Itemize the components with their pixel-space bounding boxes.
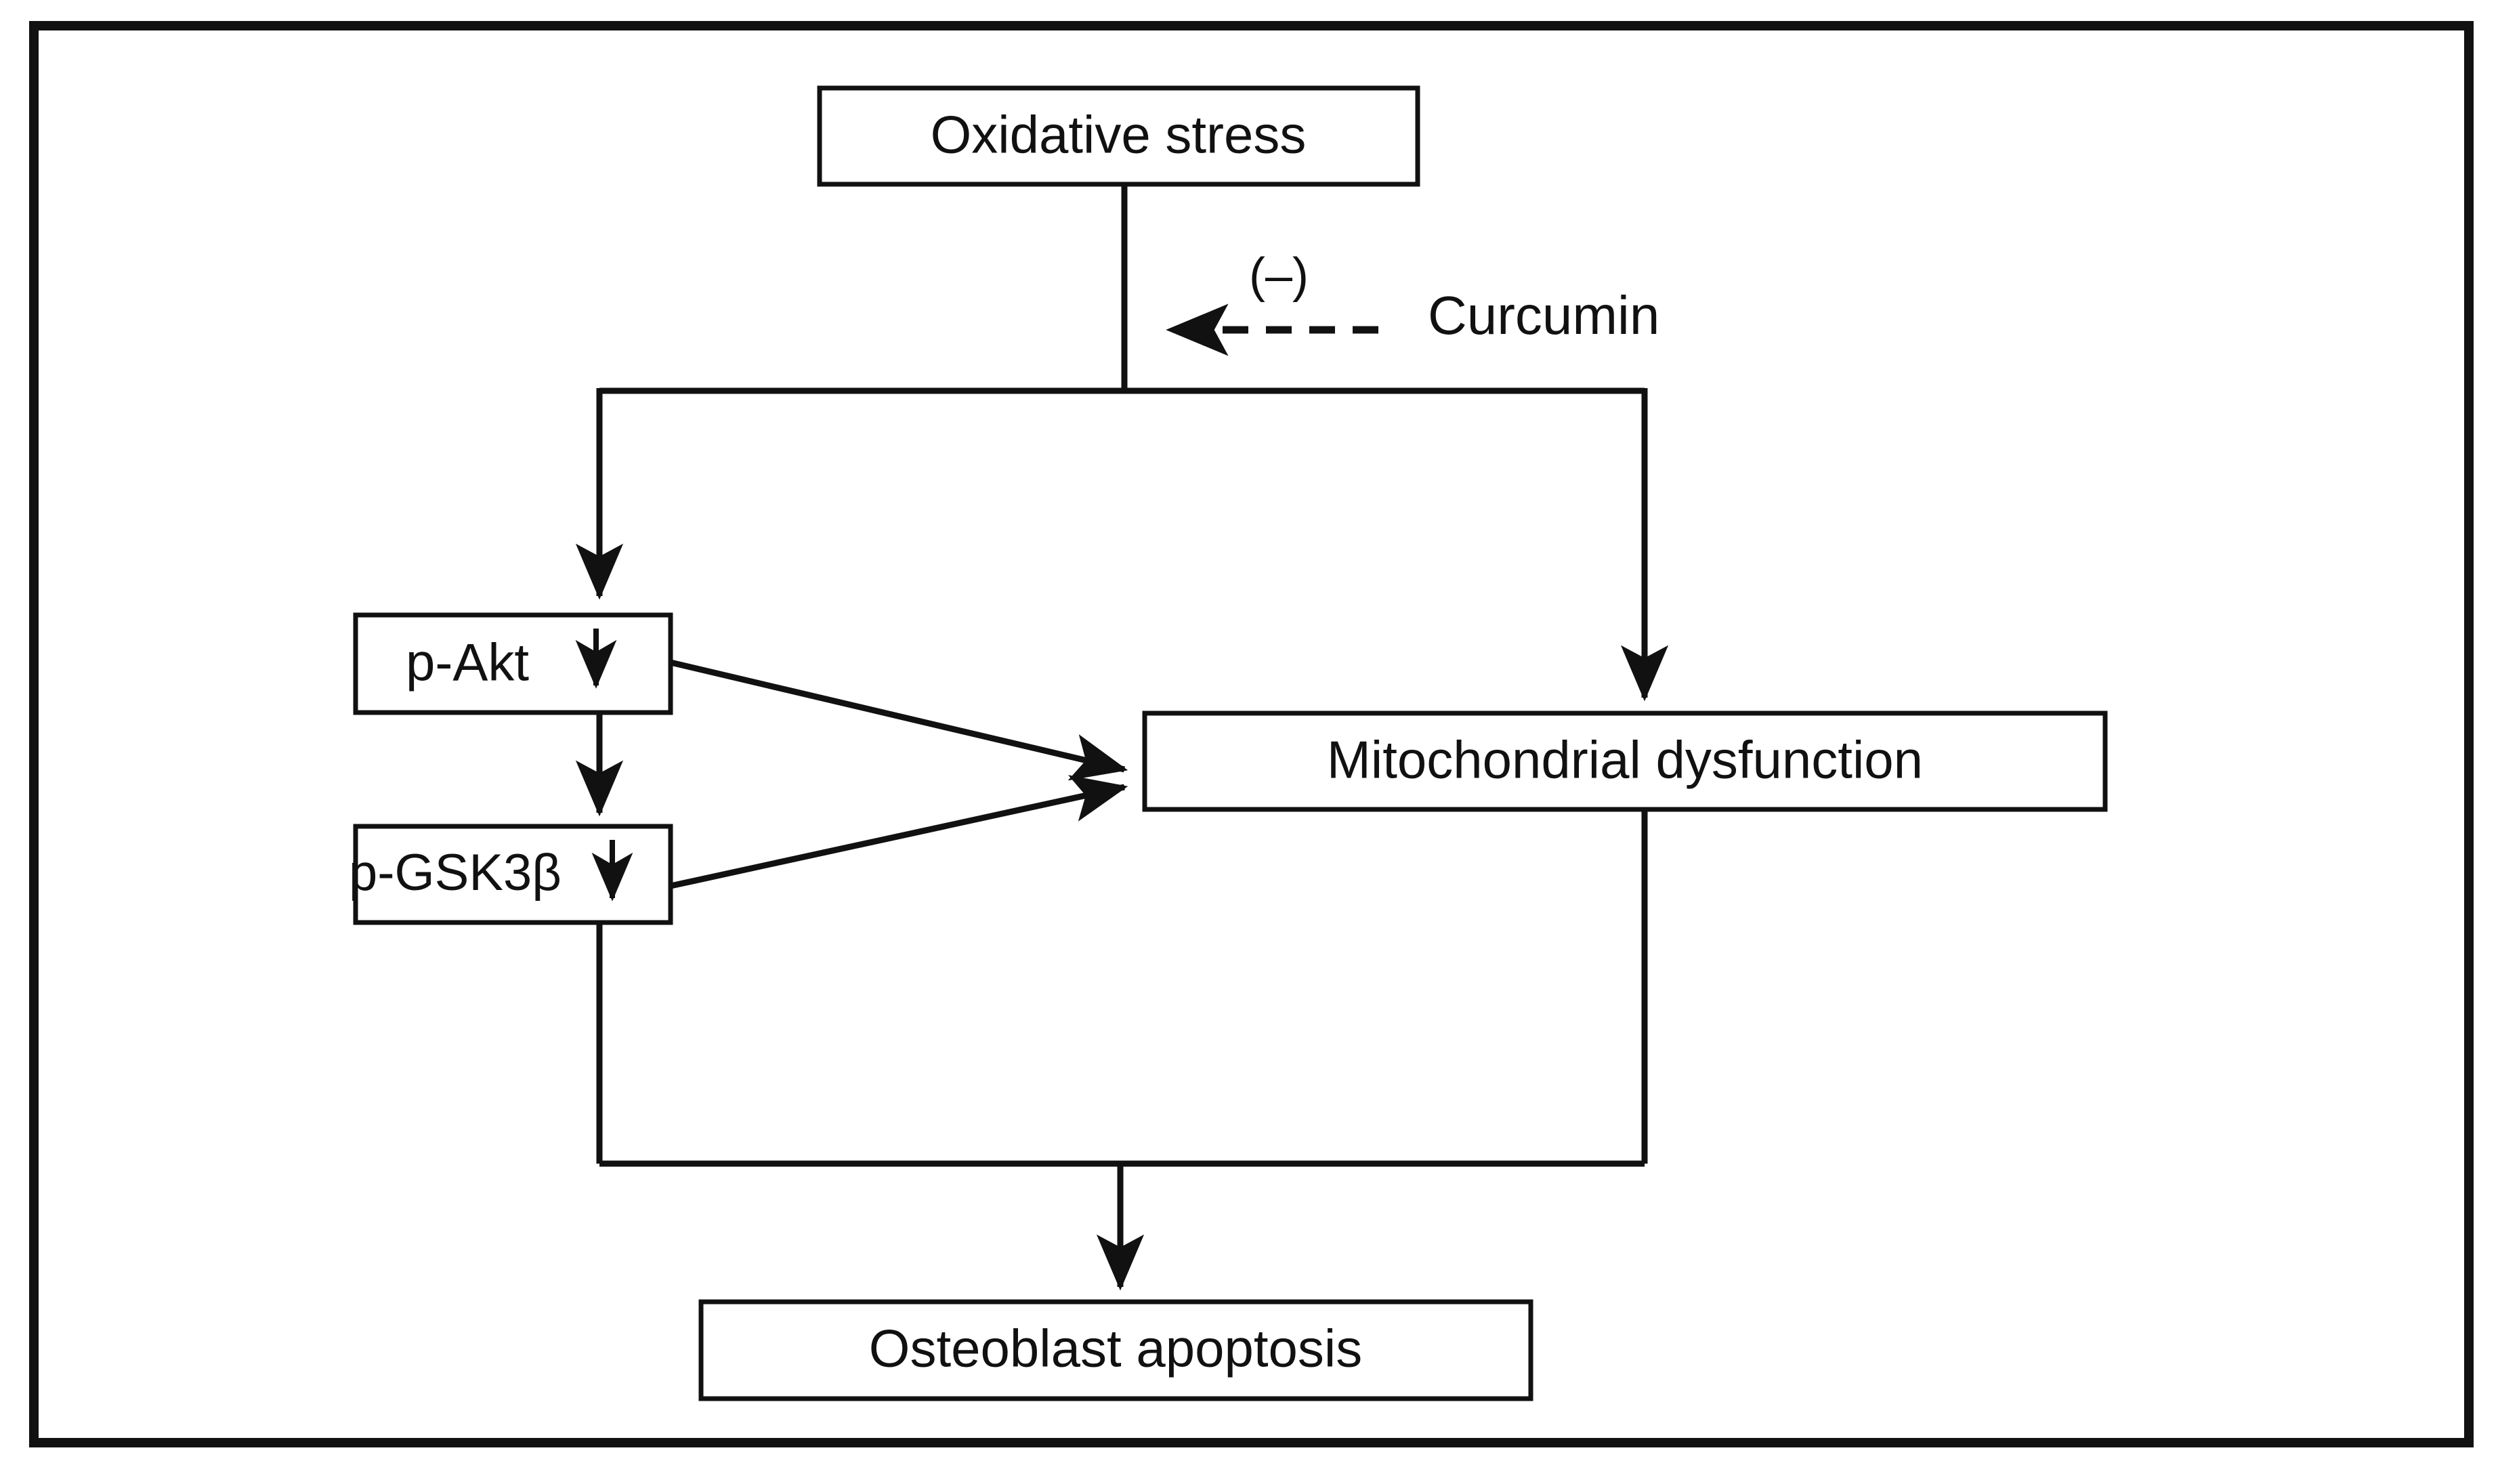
node-p-akt[interactable]: p-Akt [353, 612, 673, 715]
node-p-akt-box [353, 612, 673, 715]
node-oxidative-stress-box [817, 85, 1420, 187]
node-mitochondrial-dysfunction-label: Mitochondrial dysfunction [1327, 730, 1923, 790]
node-osteoblast-apoptosis-label: Osteoblast apoptosis [869, 1319, 1362, 1378]
node-p-gsk3b-label: p-GSK3β [349, 844, 562, 902]
node-osteoblast-apoptosis[interactable]: Osteoblast apoptosis [698, 1299, 1533, 1401]
node-oxidative-stress[interactable]: Oxidative stress [817, 85, 1420, 187]
inhibition-sign-label: (–) [1249, 249, 1309, 303]
node-mitochondrial-dysfunction-box [1142, 711, 2108, 812]
curcumin-label: Curcumin [1428, 285, 1659, 345]
edge-p-gsk3b-to-mitochondrial [670, 775, 1128, 889]
edge-p-akt-to-mitochondrial [669, 659, 1128, 781]
node-p-gsk3b[interactable]: p-GSK3β [349, 824, 673, 925]
node-p-akt-label: p-Akt [406, 633, 529, 692]
node-oxidative-stress-label: Oxidative stress [931, 105, 1307, 165]
node-p-gsk3b-box [353, 824, 673, 925]
node-osteoblast-apoptosis-box [698, 1299, 1533, 1401]
node-mitochondrial-dysfunction[interactable]: Mitochondrial dysfunction [1142, 711, 2108, 812]
